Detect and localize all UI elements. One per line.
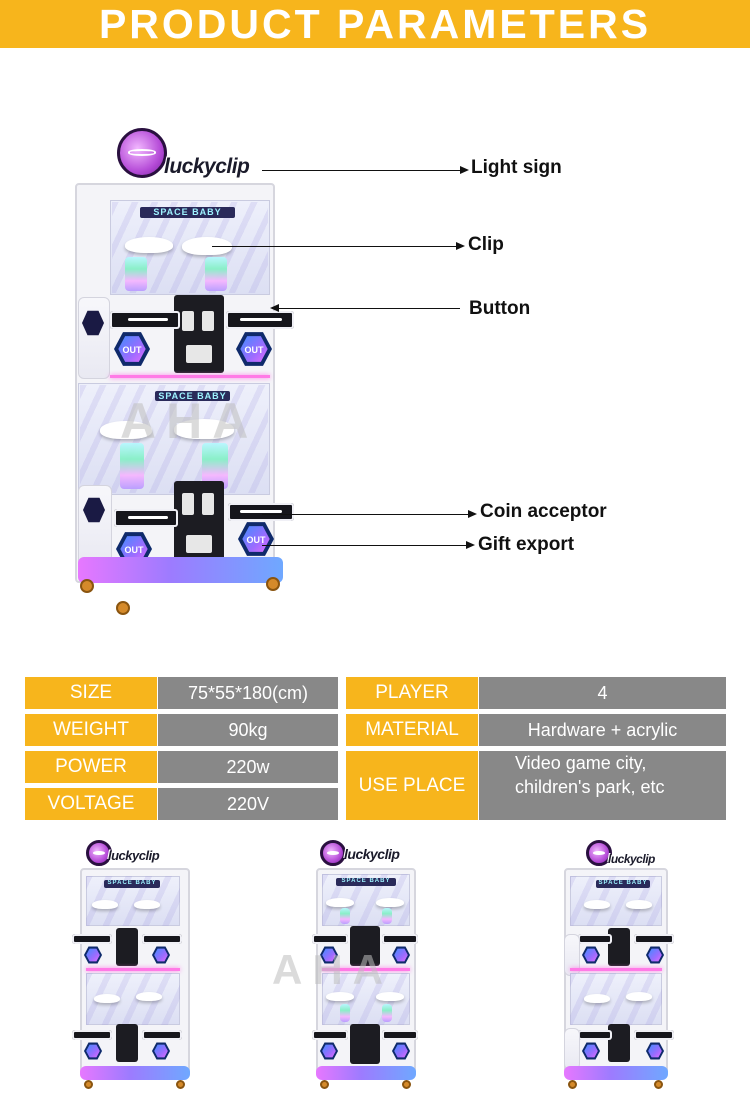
callout-line-button <box>278 308 460 309</box>
divider-light <box>110 375 270 378</box>
claw-lower-right <box>174 419 234 439</box>
param-player-label: PLAYER <box>346 677 478 709</box>
callout-gift-export: Gift export <box>478 534 575 555</box>
callout-button: Button <box>469 298 531 319</box>
watermark-views: AHA <box>272 946 393 993</box>
machine-view-left: luckyclip SPACE BABY <box>70 838 200 1098</box>
upper-control-panel <box>174 295 224 373</box>
param-use-place-label: USE PLACE <box>346 751 478 820</box>
arrow-right-icon <box>456 242 465 250</box>
coin-acceptor-slot <box>182 493 194 515</box>
param-size-value: 75*55*180(cm) <box>158 677 338 709</box>
main-machine-illustration: luckyclip SPACE BABY OUT OUT SPACE BABY <box>70 125 300 620</box>
callout-line-coin-acceptor <box>262 514 470 515</box>
lower-control-panel <box>174 481 224 561</box>
prize-tube-right <box>205 257 227 291</box>
claw-left <box>125 237 173 253</box>
callout-coin-acceptor: Coin acceptor <box>480 501 607 522</box>
header-banner: PRODUCT PARAMETERS <box>0 0 750 48</box>
param-size-label: SIZE <box>25 677 157 709</box>
callout-line-light-sign <box>262 170 462 171</box>
param-power-label: POWER <box>25 751 157 783</box>
lower-glass <box>78 383 270 495</box>
claw-lower-left <box>100 421 152 439</box>
gift-door-upper-left: OUT <box>114 332 150 366</box>
param-weight-label: WEIGHT <box>25 714 157 746</box>
arrow-right-icon <box>466 541 475 549</box>
param-material-label: MATERIAL <box>346 714 478 746</box>
machine-view-front: luckyclip SPACE BABY <box>306 838 426 1098</box>
param-use-place-value: Video game city, children's park, etc <box>479 751 726 820</box>
param-voltage-label: VOLTAGE <box>25 788 157 820</box>
page-title: PRODUCT PARAMETERS <box>98 0 652 47</box>
coin-slot <box>182 311 194 331</box>
callout-line-clip <box>212 246 458 247</box>
prize-tube-left <box>125 257 147 291</box>
param-player-value: 4 <box>479 677 726 709</box>
side-panel-upper <box>78 297 110 379</box>
planet-ring-icon <box>127 149 157 156</box>
param-material-value: Hardware + acrylic <box>479 714 726 746</box>
arrow-right-icon <box>460 166 469 174</box>
side-panel-lower <box>78 485 112 567</box>
use-place-line-2: children's park, etc <box>515 777 665 797</box>
cabinet-base <box>78 557 283 583</box>
callout-clip: Clip <box>468 234 504 255</box>
callout-line-gift-export <box>262 545 470 546</box>
gift-door-upper-right: OUT <box>236 332 272 366</box>
watermark-main: AHA <box>120 393 259 449</box>
light-sign-logo <box>117 128 167 178</box>
callout-light-sign: Light sign <box>471 157 562 178</box>
light-sign-text: luckyclip <box>164 155 250 178</box>
machine-view-right: luckyclip SPACE BABY <box>556 838 681 1098</box>
wheel <box>80 579 94 593</box>
upper-sign-bar: SPACE BABY <box>140 207 235 218</box>
claw-right <box>182 237 232 255</box>
lower-sign-bar: SPACE BABY <box>155 391 230 401</box>
arrow-left-icon <box>270 304 279 312</box>
param-voltage-value: 220V <box>158 788 338 820</box>
param-weight-value: 90kg <box>158 714 338 746</box>
use-place-line-1: Video game city, <box>515 753 647 773</box>
arrow-right-icon <box>468 510 477 518</box>
param-power-value: 220w <box>158 751 338 783</box>
